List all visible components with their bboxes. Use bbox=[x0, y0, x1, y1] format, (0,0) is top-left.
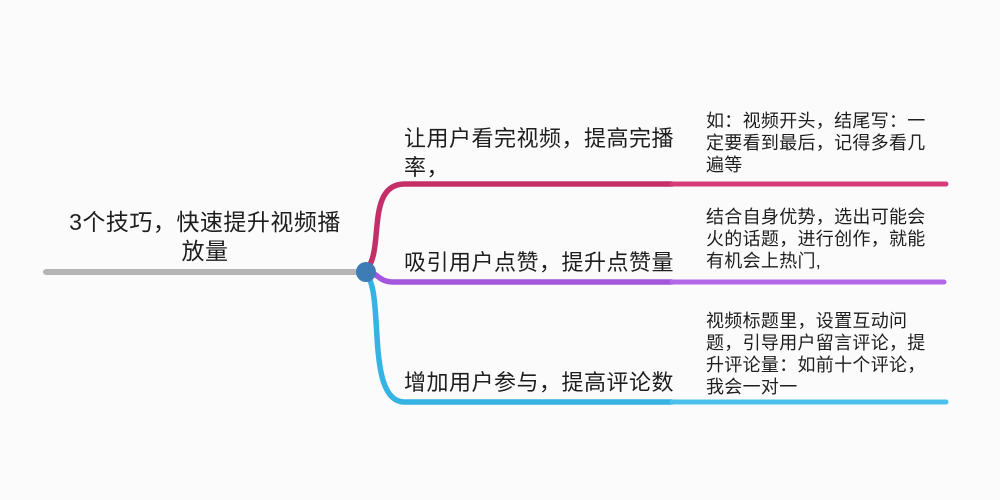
root-node-label: 3个技巧，快速提升视频播 bbox=[69, 209, 341, 235]
root-node[interactable]: 3个技巧，快速提升视频播 放量 bbox=[55, 208, 355, 266]
leaf-node-1-text: 定要看到最后，记得多看几 bbox=[706, 133, 926, 153]
leaf-node-3-text: 题，引导用户留言评论，提 bbox=[706, 333, 926, 353]
leaf-node-2-text: 火的话题，进行创作，就能 bbox=[706, 229, 926, 249]
root-node-label: 放量 bbox=[181, 238, 229, 264]
branch-node-3[interactable]: 增加用户参与，提高评论数 bbox=[404, 368, 674, 397]
leaf-node-2-text: 有机会上热门, bbox=[706, 251, 822, 271]
leaf-node-1-text: 如：视频开头，结尾写：一 bbox=[706, 111, 926, 131]
leaf-node-2[interactable]: 结合自身优势，选出可能会 火的话题，进行创作，就能 有机会上热门, bbox=[706, 206, 926, 272]
branch-curve-1 bbox=[363, 181, 675, 273]
branch-node-3-label: 增加用户参与，提高评论数 bbox=[404, 370, 675, 395]
leaf-node-1-text: 遍等 bbox=[706, 155, 743, 175]
leaf-node-3[interactable]: 视频标题里，设置互动问 题，引导用户留言评论，提 升评论量：如前十个评论， 我会… bbox=[706, 310, 926, 398]
branch-node-2[interactable]: 吸引用户点赞，提升点赞量 bbox=[404, 248, 674, 277]
leaf-node-3-text: 我会一对一 bbox=[706, 377, 798, 397]
branch-node-2-label: 吸引用户点赞，提升点赞量 bbox=[404, 250, 675, 275]
branch-node-1-label: 率， bbox=[404, 155, 450, 180]
leaf-node-3-text: 升评论量：如前十个评论， bbox=[706, 355, 926, 375]
leaf-node-1[interactable]: 如：视频开头，结尾写：一 定要看到最后，记得多看几 遍等 bbox=[706, 110, 926, 176]
leaf-node-2-text: 结合自身优势，选出可能会 bbox=[706, 207, 926, 227]
branch-node-1[interactable]: 让用户看完视频，提高完播 率， bbox=[404, 124, 674, 182]
leaf-node-3-text: 视频标题里，设置互动问 bbox=[706, 311, 908, 331]
branch-node-1-label: 让用户看完视频，提高完播 bbox=[404, 126, 675, 151]
branch-curve-3 bbox=[363, 271, 675, 405]
center-junction-dot bbox=[356, 262, 376, 282]
